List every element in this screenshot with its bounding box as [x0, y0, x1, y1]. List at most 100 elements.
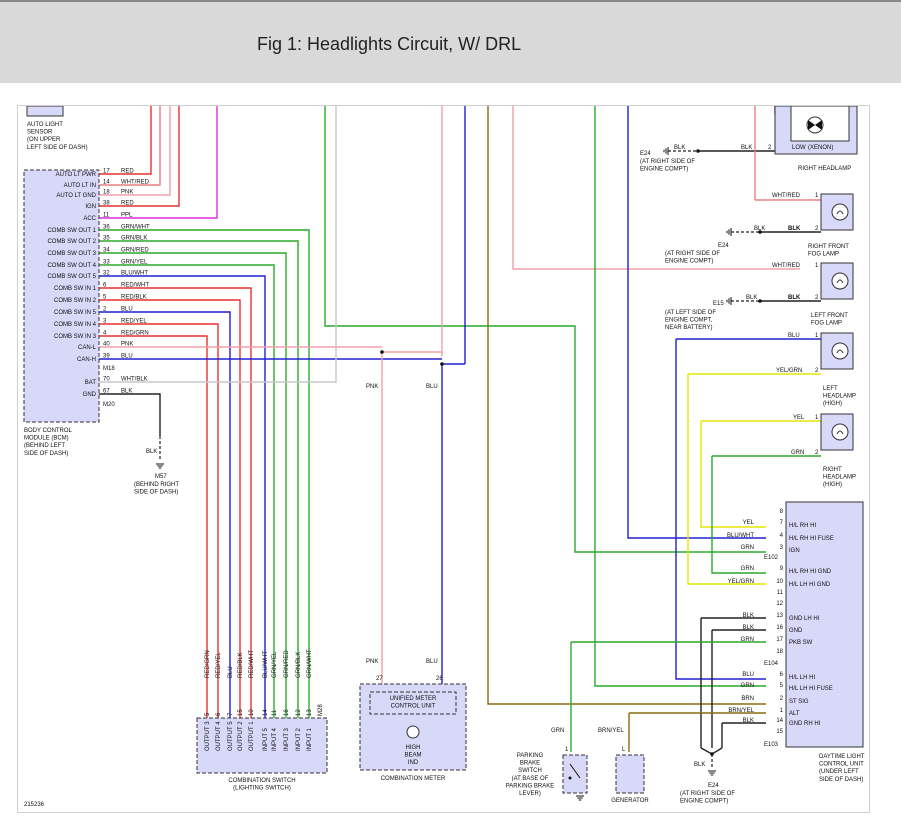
header-bar: Fig 1: Headlights Circuit, W/ DRL [0, 0, 901, 83]
drl-pin-num: 7 [780, 520, 784, 526]
lf-fog-label: LEFT FRONT [811, 313, 848, 319]
high-beam-indicator-label: IND [408, 760, 419, 766]
bcm-wire-label: RED/GRN [121, 331, 149, 337]
drl-wire-label: YEL [743, 520, 755, 526]
wire-bcm-3 [99, 323, 219, 718]
wire-rh-high-grn-v [711, 456, 766, 574]
parking-brake-label: (AT BASE OF [512, 776, 549, 782]
rf-fog-pin2: 2 [815, 226, 819, 232]
comb-switch-label: COMBINATION SWITCH [228, 778, 295, 784]
lh-high-wire2: YEL/GRN [776, 368, 802, 374]
wire-blu-wht-fuse [627, 106, 766, 539]
comb-switch-pin-num: 6 [216, 712, 222, 716]
rh-high-pin1: 1 [815, 415, 819, 421]
bcm-wire-label: PNK [121, 190, 133, 196]
bcm-pin-num: 36 [103, 225, 110, 231]
bcm-pin-num: 35 [103, 236, 110, 242]
rf-fog-label: FOG LAMP [808, 252, 839, 258]
drl-pin-num: 2 [780, 696, 784, 702]
left-front-fog-lamp-bulb-icon [831, 272, 849, 290]
drl-pin-num: 9 [780, 566, 784, 572]
drl-wire-label: BLK [743, 718, 754, 724]
ground-m57-id: M57 [155, 474, 167, 480]
parking-brake-label: PARKING BRAKE [506, 783, 555, 789]
wire-bcm-4 [99, 335, 208, 718]
bcm-pin-name: BAT [85, 380, 97, 386]
figure-id: 215236 [24, 802, 45, 808]
comb-switch-pin-num: 14 [263, 709, 269, 716]
wire-grn-ign [324, 106, 766, 553]
comb-switch-wire-label: GRN/BLK [296, 652, 302, 678]
comb-switch-wire-label: GRN/YEL [272, 651, 278, 678]
drl-pin-name: H/L RH HI GND [789, 569, 832, 575]
lf-fog-ground-label: NEAR BATTERY) [665, 325, 712, 331]
drl-wire-label: GRN [741, 683, 754, 689]
comb-switch-connector: M28 [318, 704, 324, 716]
meter-pin-26: 26 [436, 676, 443, 682]
bcm-wire-label: RED/WHT [121, 283, 149, 289]
wire-bcm-18 [99, 106, 171, 196]
wire-bcm-11 [99, 106, 218, 219]
rh-high-label: HEADLAMP [823, 475, 856, 481]
comb-switch-pin-name: INPUT 4 [272, 727, 278, 751]
rh-high-wire2: GRN [791, 450, 804, 456]
wire-wht-red-fog-left [512, 106, 800, 270]
parking-brake-switch-box [562, 754, 588, 794]
high-beam-indicator-label: HIGH [406, 745, 421, 751]
bcm-pin-num: 32 [103, 271, 110, 277]
bcm-wire-label: RED/BLK [121, 295, 147, 301]
bcm-label: MODULE (BCM) [24, 436, 69, 442]
comb-switch-wire-label: RED/BLK [238, 652, 244, 678]
wire-bcm-14 [99, 106, 161, 186]
ground-m57-wire-label: BLK [146, 449, 157, 455]
combination-switch-box [196, 717, 328, 774]
bcm-pin-name: AUTO LT GND [56, 193, 96, 199]
ground-e24-label: ENGINE COMPT) [640, 167, 688, 173]
right-headlamp-wire: BLK [741, 145, 752, 151]
drl-ground-wire: BLK [694, 762, 705, 768]
bcm-pin-name: COMB SW OUT 4 [47, 263, 96, 269]
bcm-box [23, 169, 100, 423]
bcm-pin-name: COMB SW IN 5 [54, 310, 97, 316]
ground-e24-label: (AT RIGHT SIDE OF [640, 159, 695, 165]
right-headlamp-pin: 2 [768, 145, 772, 151]
comb-switch-wire-label: GRN/RED [284, 650, 290, 678]
splice-e24 [696, 149, 700, 153]
splice-can-h [440, 362, 444, 366]
bcm-pin-name: IGN [85, 204, 96, 210]
drl-wire-label: YEL/GRN [728, 579, 754, 585]
auto-light-sensor-box [26, 105, 64, 117]
bcm-pin-name: AUTO LT IN [64, 183, 96, 189]
wire-drl-gnd-join [711, 747, 723, 755]
comb-switch-pin-num: 7 [228, 712, 234, 716]
comb-switch-pin-num: 11 [272, 709, 278, 716]
bcm-pin-name: COMB SW OUT 3 [47, 251, 96, 257]
drl-pin-num: 6 [780, 672, 784, 678]
comb-switch-label: (LIGHTING SWITCH) [233, 786, 291, 792]
wire-bcm-36 [99, 229, 310, 718]
auto-light-sensor-label: AUTO LIGHT [27, 122, 63, 128]
bcm-wire-label: RED [121, 201, 134, 207]
drl-pin-num: 1 [780, 708, 784, 714]
right-headlamp-high-filament [836, 430, 844, 435]
rf-fog-ground-label: (AT RIGHT SIDE OF [665, 251, 720, 257]
drl-pin-num: 10 [776, 579, 783, 585]
drl-pin-num: 17 [776, 637, 783, 643]
bcm-label: (BEHIND LEFT [24, 443, 65, 449]
rf-fog-gnd-wire: BLK [754, 226, 765, 232]
lf-fog-pin1: 1 [815, 263, 819, 269]
parking-brake-label: BRAKE [520, 761, 540, 767]
drl-pin-name: ST SIG [789, 699, 809, 705]
drl-pin-name: PKB SW [789, 640, 813, 646]
wire-brn-st-sig [487, 106, 766, 705]
ground-m57-label: (BEHIND RIGHT [134, 482, 179, 488]
bcm-wire-label: RED [121, 169, 134, 175]
wire-bcm-32 [99, 275, 266, 718]
left-headlamp-high-filament [836, 349, 844, 354]
lf-fog-wire2: BLK [788, 295, 801, 301]
splice-can-l [380, 350, 384, 354]
rf-fog-wire1: WHT/RED [772, 193, 801, 199]
lh-high-label: (HIGH) [823, 401, 842, 407]
drl-pin-name: IGN [789, 548, 800, 554]
